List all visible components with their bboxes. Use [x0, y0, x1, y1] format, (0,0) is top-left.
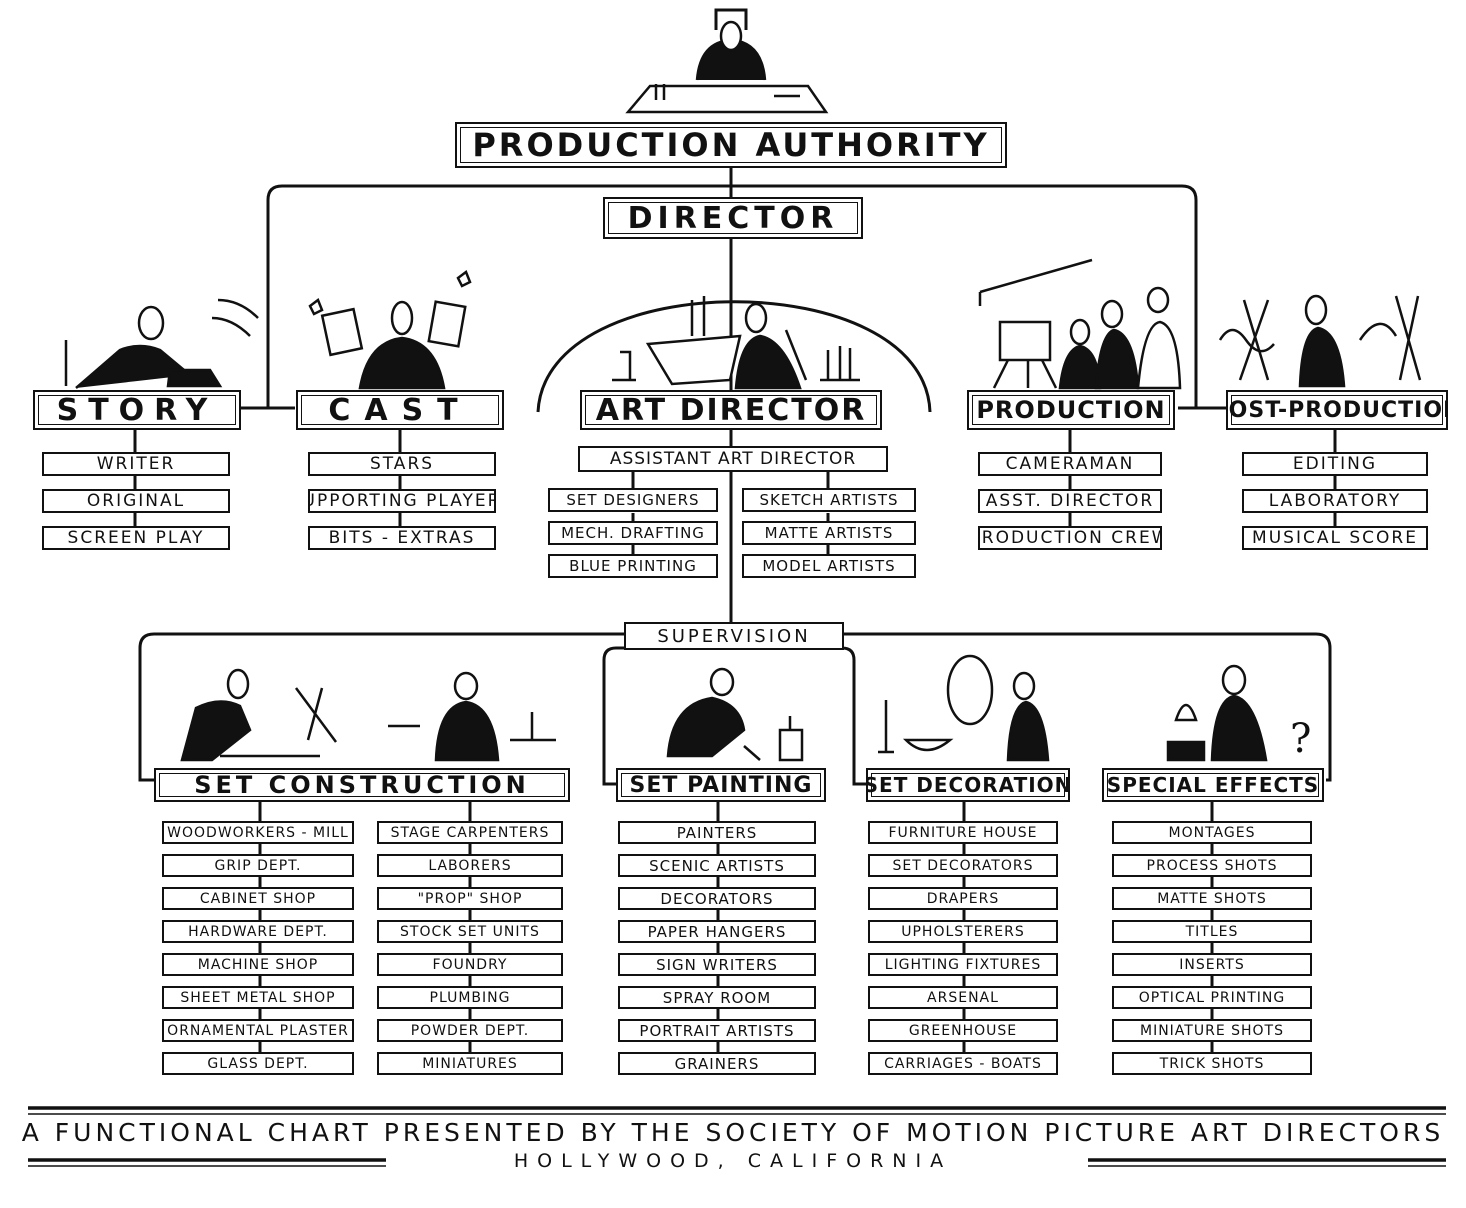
decoration-item-drapers: DRAPERS — [868, 887, 1058, 910]
decoration-item-carriages-boats: CARRIAGES - BOATS — [868, 1052, 1058, 1075]
construction-item-cabinet-shop: CABINET SHOP — [162, 887, 354, 910]
footer-subtitle: HOLLYWOOD, CALIFORNIA — [513, 1150, 953, 1172]
question-mark-icon: ? — [1290, 716, 1311, 762]
set-painting-box: SET PAINTING — [616, 768, 826, 802]
production-item-asst-director: ASST. DIRECTOR — [978, 489, 1162, 513]
construction-item-hardware-dept: HARDWARE DEPT. — [162, 920, 354, 943]
construction-item-machine-shop: MACHINE SHOP — [162, 953, 354, 976]
production-item-cameraman: CAMERAMAN — [978, 452, 1162, 476]
art-item-matte-artists: MATTE ARTISTS — [742, 521, 916, 545]
effects-item-optical-printing: OPTICAL PRINTING — [1112, 986, 1312, 1009]
production-box: PRODUCTION — [967, 390, 1175, 430]
construction-item-woodworkers-mill: WOODWORKERS - MILL — [162, 821, 354, 844]
special-effects-box: SPECIAL EFFECTS — [1102, 768, 1324, 802]
effects-item-process-shots: PROCESS SHOTS — [1112, 854, 1312, 877]
set-construction-box: SET CONSTRUCTION — [154, 768, 570, 802]
construction-item-plumbing: PLUMBING — [377, 986, 563, 1009]
decorator-icon — [878, 654, 1050, 762]
director-box: DIRECTOR — [603, 197, 863, 239]
painting-item-paper-hangers: PAPER HANGERS — [618, 920, 816, 943]
construction-item-stock-set-units: STOCK SET UNITS — [377, 920, 563, 943]
painter-icon — [666, 667, 804, 762]
painting-item-spray-room: SPRAY ROOM — [618, 986, 816, 1009]
cast-item-bits-extras: BITS - EXTRAS — [308, 526, 496, 550]
decoration-item-furniture-house: FURNITURE HOUSE — [868, 821, 1058, 844]
construction-item-ornamental-plaster: ORNAMENTAL PLASTER — [162, 1019, 354, 1042]
construction-item-foundry: FOUNDRY — [377, 953, 563, 976]
executive-figure-icon — [625, 8, 829, 114]
post-production-item-laboratory: LABORATORY — [1242, 489, 1428, 513]
effects-item-trick-shots: TRICK SHOTS — [1112, 1052, 1312, 1075]
editing-scissors-icon — [1218, 294, 1422, 388]
construction-item-prop-shop: "PROP" SHOP — [377, 887, 563, 910]
painting-item-decorators: DECORATORS — [618, 887, 816, 910]
production-authority-box: PRODUCTION AUTHORITY — [455, 122, 1007, 168]
decoration-item-lighting-fixtures: LIGHTING FIXTURES — [868, 953, 1058, 976]
cast-figure-icon — [308, 270, 472, 390]
construction-item-stage-carpenters: STAGE CARPENTERS — [377, 821, 563, 844]
footer-title: A FUNCTIONAL CHART PRESENTED BY THE SOCI… — [21, 1118, 1445, 1147]
painting-item-portrait-artists: PORTRAIT ARTISTS — [618, 1019, 816, 1042]
construction-item-sheet-metal-shop: SHEET METAL SHOP — [162, 986, 354, 1009]
story-box: STORY — [33, 390, 241, 430]
art-item-set-designers: SET DESIGNERS — [548, 488, 718, 512]
set-decoration-box: SET DECORATION — [866, 768, 1070, 802]
blacksmith-icon — [388, 671, 556, 762]
art-director-box: ART DIRECTOR — [580, 390, 882, 430]
effects-item-montages: MONTAGES — [1112, 821, 1312, 844]
story-item-screen-play: SCREEN PLAY — [42, 526, 230, 550]
post-production-item-musical-score: MUSICAL SCORE — [1242, 526, 1428, 550]
production-item-production-crew: PRODUCTION CREW — [978, 526, 1162, 550]
painting-item-grainers: GRAINERS — [618, 1052, 816, 1075]
post-production-item-editing: EDITING — [1242, 452, 1428, 476]
cast-item-stars: STARS — [308, 452, 496, 476]
camera-crew-icon — [978, 258, 1182, 390]
story-item-writer: WRITER — [42, 452, 230, 476]
supervision-box: SUPERVISION — [624, 622, 844, 650]
effects-item-titles: TITLES — [1112, 920, 1312, 943]
decoration-item-arsenal: ARSENAL — [868, 986, 1058, 1009]
art-director-drafting-icon — [612, 296, 860, 390]
magician-icon — [1166, 664, 1268, 762]
decoration-item-greenhouse: GREENHOUSE — [868, 1019, 1058, 1042]
effects-item-inserts: INSERTS — [1112, 953, 1312, 976]
story-item-original: ORIGINAL — [42, 489, 230, 513]
art-item-blue-printing: BLUE PRINTING — [548, 554, 718, 578]
construction-item-miniatures: MINIATURES — [377, 1052, 563, 1075]
art-item-mech-drafting: MECH. DRAFTING — [548, 521, 718, 545]
construction-item-grip-dept: GRIP DEPT. — [162, 854, 354, 877]
decoration-item-upholsterers: UPHOLSTERERS — [868, 920, 1058, 943]
writer-typewriter-icon — [64, 298, 259, 389]
art-item-model-artists: MODEL ARTISTS — [742, 554, 916, 578]
painting-item-sign-writers: SIGN WRITERS — [618, 953, 816, 976]
post-production-box: POST-PRODUCTION — [1226, 390, 1448, 430]
construction-item-powder-dept: POWDER DEPT. — [377, 1019, 563, 1042]
art-item-sketch-artists: SKETCH ARTISTS — [742, 488, 916, 512]
cast-item-supporting-players: SUPPORTING PLAYERS — [308, 489, 496, 513]
decoration-item-set-decorators: SET DECORATORS — [868, 854, 1058, 877]
assistant-art-director-box: ASSISTANT ART DIRECTOR — [578, 446, 888, 472]
cast-box: CAST — [296, 390, 504, 430]
construction-item-glass-dept: GLASS DEPT. — [162, 1052, 354, 1075]
painting-item-painters: PAINTERS — [618, 821, 816, 844]
construction-item-laborers: LABORERS — [377, 854, 563, 877]
painting-item-scenic-artists: SCENIC ARTISTS — [618, 854, 816, 877]
effects-item-miniature-shots: MINIATURE SHOTS — [1112, 1019, 1312, 1042]
carpenter-icon — [180, 668, 338, 762]
effects-item-matte-shots: MATTE SHOTS — [1112, 887, 1312, 910]
